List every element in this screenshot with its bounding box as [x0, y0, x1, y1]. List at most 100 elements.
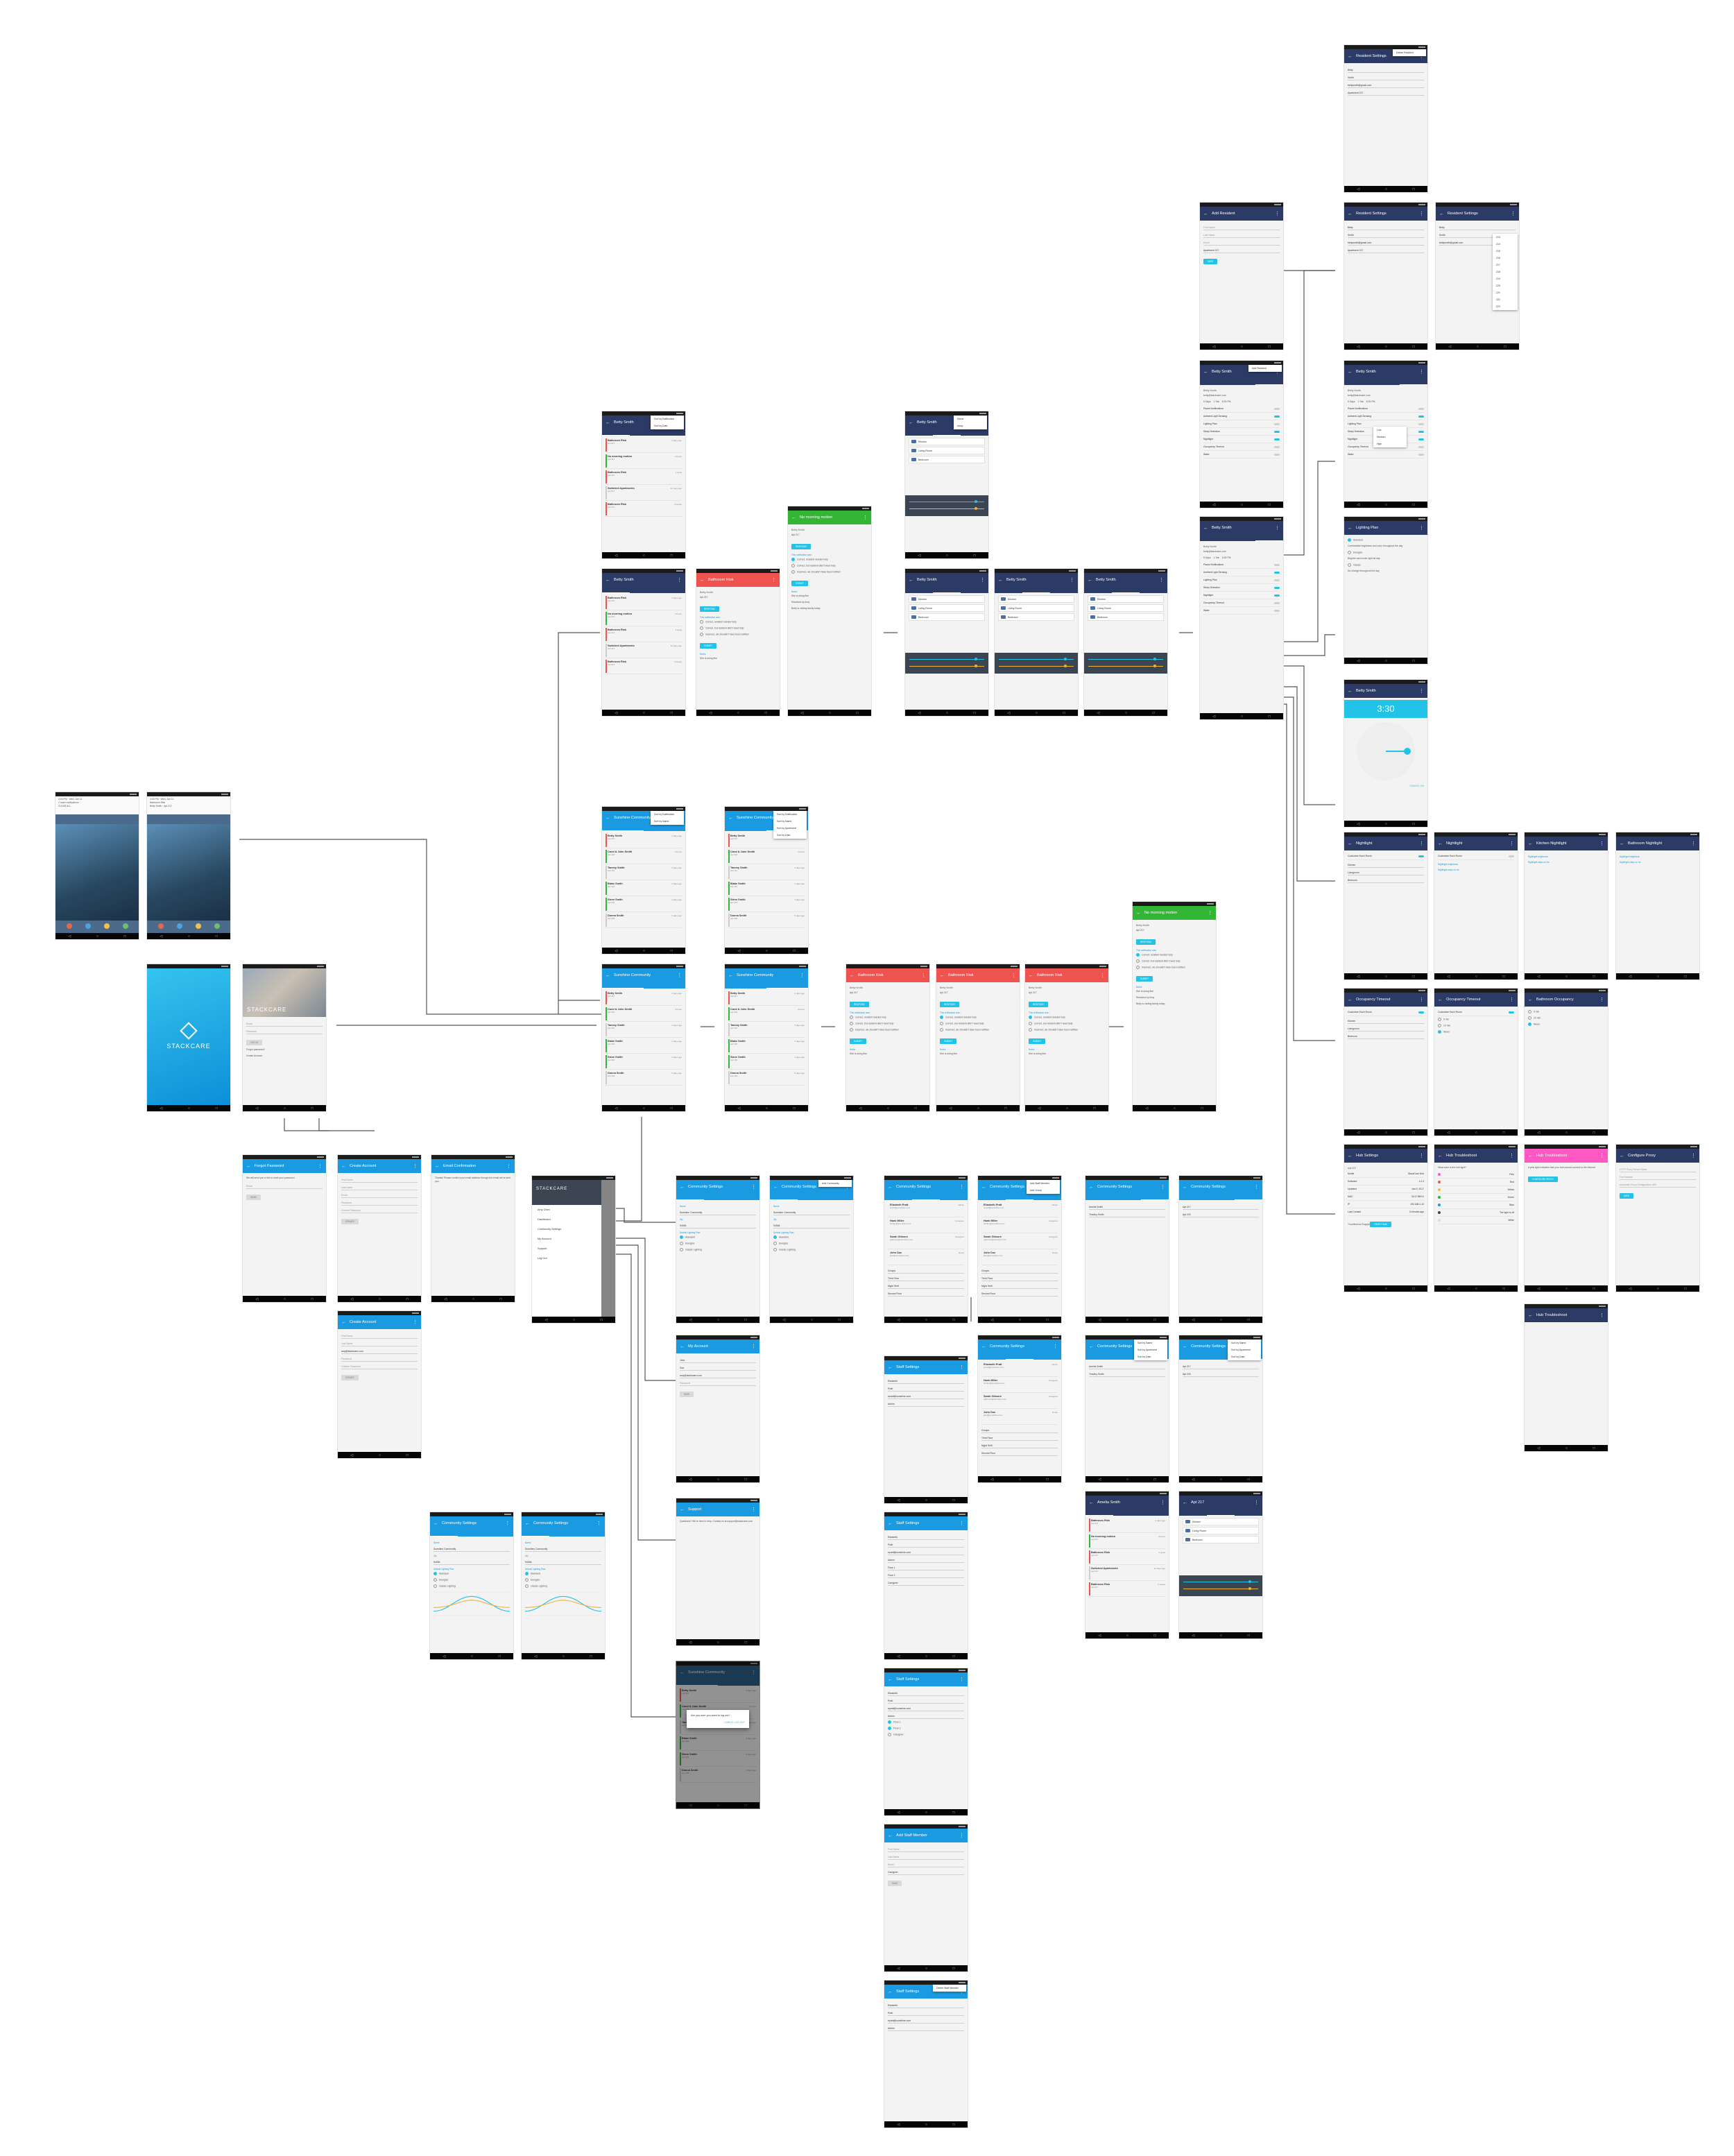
- nav-back-icon[interactable]: ◁: [1357, 1286, 1360, 1291]
- nav-back-icon[interactable]: ◁: [615, 710, 618, 715]
- group-option[interactable]: Floor 2: [888, 1571, 964, 1578]
- drawer-item[interactable]: Support: [538, 1247, 547, 1250]
- apartment-option[interactable]: 220: [1496, 284, 1500, 287]
- nav-home-icon[interactable]: ○: [737, 710, 739, 715]
- tab-item[interactable]: [1050, 587, 1078, 593]
- plan-radio[interactable]: Standard: [434, 1571, 510, 1577]
- nav-recent-icon[interactable]: □: [973, 710, 976, 715]
- overflow-menu-icon[interactable]: ⋮: [751, 1185, 756, 1190]
- setting-row[interactable]: Occupancy Timeout: [1203, 599, 1280, 607]
- nav-back-icon[interactable]: ◁: [737, 1106, 741, 1111]
- group-item[interactable]: Groups: [981, 1426, 1058, 1433]
- nav-back-icon[interactable]: ◁: [949, 1106, 952, 1111]
- feedback-radio[interactable]: Correct, but resident didn't need help: [1136, 958, 1212, 964]
- duration-chip[interactable]: 5 Days: [1203, 556, 1211, 559]
- nav-home-icon[interactable]: ○: [1384, 974, 1387, 979]
- apartment-select[interactable]: Apartment 217: [1348, 246, 1424, 253]
- nav-back-icon[interactable]: ◁: [800, 710, 804, 715]
- toggle-switch[interactable]: [1274, 453, 1280, 456]
- clock-hand-handle[interactable]: [1404, 748, 1411, 755]
- tab-item[interactable]: [770, 1194, 798, 1200]
- customize-row[interactable]: Customize Each Room: [1348, 1009, 1424, 1016]
- nav-home-icon[interactable]: ○: [1384, 658, 1387, 663]
- setting-row[interactable]: Wake: [1203, 451, 1280, 459]
- back-arrow-icon[interactable]: ←: [246, 1163, 251, 1169]
- nav-home-icon[interactable]: ○: [765, 1106, 768, 1111]
- toggle-switch[interactable]: [1274, 586, 1280, 589]
- room-item[interactable]: Bedroom: [1348, 875, 1424, 883]
- menu-item[interactable]: Add Group: [1030, 1189, 1042, 1192]
- setting-row[interactable]: Lighting Plan: [1203, 576, 1280, 584]
- feedback-radio[interactable]: Correct, resident needed help: [1136, 952, 1212, 958]
- respond-button[interactable]: RESPOND: [850, 1002, 869, 1007]
- tab-item[interactable]: [1084, 587, 1112, 593]
- tab-item[interactable]: [1344, 379, 1372, 385]
- nav-recent-icon[interactable]: □: [1247, 1317, 1250, 1322]
- setting-row[interactable]: Sleep Detection: [1203, 584, 1280, 592]
- back-arrow-icon[interactable]: ←: [888, 1521, 893, 1526]
- tab-item[interactable]: [1179, 1509, 1207, 1516]
- duration-chip[interactable]: 1 Tab: [1357, 400, 1364, 403]
- overflow-menu-icon[interactable]: ⋮: [959, 1185, 964, 1190]
- overflow-menu-icon[interactable]: ⋮: [921, 973, 926, 978]
- tab-item[interactable]: [732, 1194, 759, 1200]
- group-item[interactable]: Groups: [888, 1266, 964, 1274]
- overflow-menu-icon[interactable]: ⋮: [1011, 973, 1016, 978]
- setting-row[interactable]: Occupancy Timeout: [1348, 443, 1424, 451]
- respond-button[interactable]: RESPOND: [1029, 1002, 1048, 1007]
- feedback-radio[interactable]: Incorrect, we shouldn't have been notifi…: [850, 1027, 926, 1033]
- menu-item[interactable]: High: [1377, 443, 1382, 445]
- last-name-field[interactable]: Pratt: [888, 2008, 964, 2016]
- toggle-switch[interactable]: [1418, 855, 1424, 857]
- nav-home-icon[interactable]: ○: [1219, 1477, 1222, 1482]
- nav-recent-icon[interactable]: □: [406, 1297, 409, 1301]
- overflow-menu-icon[interactable]: ⋮: [959, 1990, 964, 1994]
- nav-back-icon[interactable]: ◁: [1098, 1633, 1101, 1638]
- nav-back-icon[interactable]: ◁: [1192, 1477, 1195, 1482]
- tab-item[interactable]: [1372, 379, 1400, 385]
- tab-item[interactable]: [1255, 379, 1283, 385]
- nav-home-icon[interactable]: ○: [472, 1297, 474, 1301]
- nav-back-icon[interactable]: ◁: [1038, 1106, 1041, 1111]
- overflow-menu-icon[interactable]: ⋮: [413, 1320, 418, 1325]
- room-card[interactable]: Bedroom: [1088, 613, 1164, 621]
- duration-chip[interactable]: 5 Days: [1348, 400, 1355, 403]
- back-arrow-icon[interactable]: ←: [1089, 1344, 1094, 1349]
- nav-home-icon[interactable]: ○: [572, 1317, 575, 1322]
- menu-item[interactable]: Sort by Date: [1231, 1355, 1245, 1358]
- plan-radio[interactable]: Energize: [1348, 549, 1424, 556]
- overflow-menu-icon[interactable]: ⋮: [1419, 54, 1424, 59]
- apartment-option[interactable]: 221: [1496, 291, 1500, 294]
- last-name-field[interactable]: Pratt: [888, 1384, 964, 1392]
- group-item[interactable]: Night Shift: [981, 1281, 1058, 1289]
- overflow-menu-icon[interactable]: ⋮: [1208, 911, 1212, 916]
- nav-home-icon[interactable]: ○: [642, 1106, 645, 1111]
- back-arrow-icon[interactable]: ←: [1088, 577, 1092, 583]
- nav-home-icon[interactable]: ○: [810, 1317, 813, 1322]
- back-arrow-icon[interactable]: ←: [888, 1833, 893, 1838]
- menu-item[interactable]: Medium: [1377, 436, 1386, 438]
- overflow-menu-icon[interactable]: ⋮: [1599, 1154, 1604, 1158]
- nav-home-icon[interactable]: ○: [1565, 1286, 1568, 1291]
- nav-home-icon[interactable]: ○: [1065, 1106, 1068, 1111]
- menu-item[interactable]: Sort by Apartment: [1231, 1349, 1251, 1351]
- back-arrow-icon[interactable]: ←: [680, 1670, 685, 1675]
- tab-item[interactable]: [430, 1530, 458, 1537]
- back-arrow-icon[interactable]: ←: [981, 1344, 986, 1349]
- setting-row[interactable]: Wake: [1348, 451, 1424, 459]
- timeout-radio[interactable]: 5 min: [1528, 1009, 1604, 1015]
- room-item[interactable]: Kitchen: [1348, 1016, 1424, 1024]
- last-name-field[interactable]: Last Name: [341, 1339, 418, 1346]
- nav-recent-icon[interactable]: □: [590, 1654, 592, 1659]
- nav-recent-icon[interactable]: □: [1593, 1286, 1595, 1291]
- tab-item[interactable]: [1085, 1194, 1113, 1200]
